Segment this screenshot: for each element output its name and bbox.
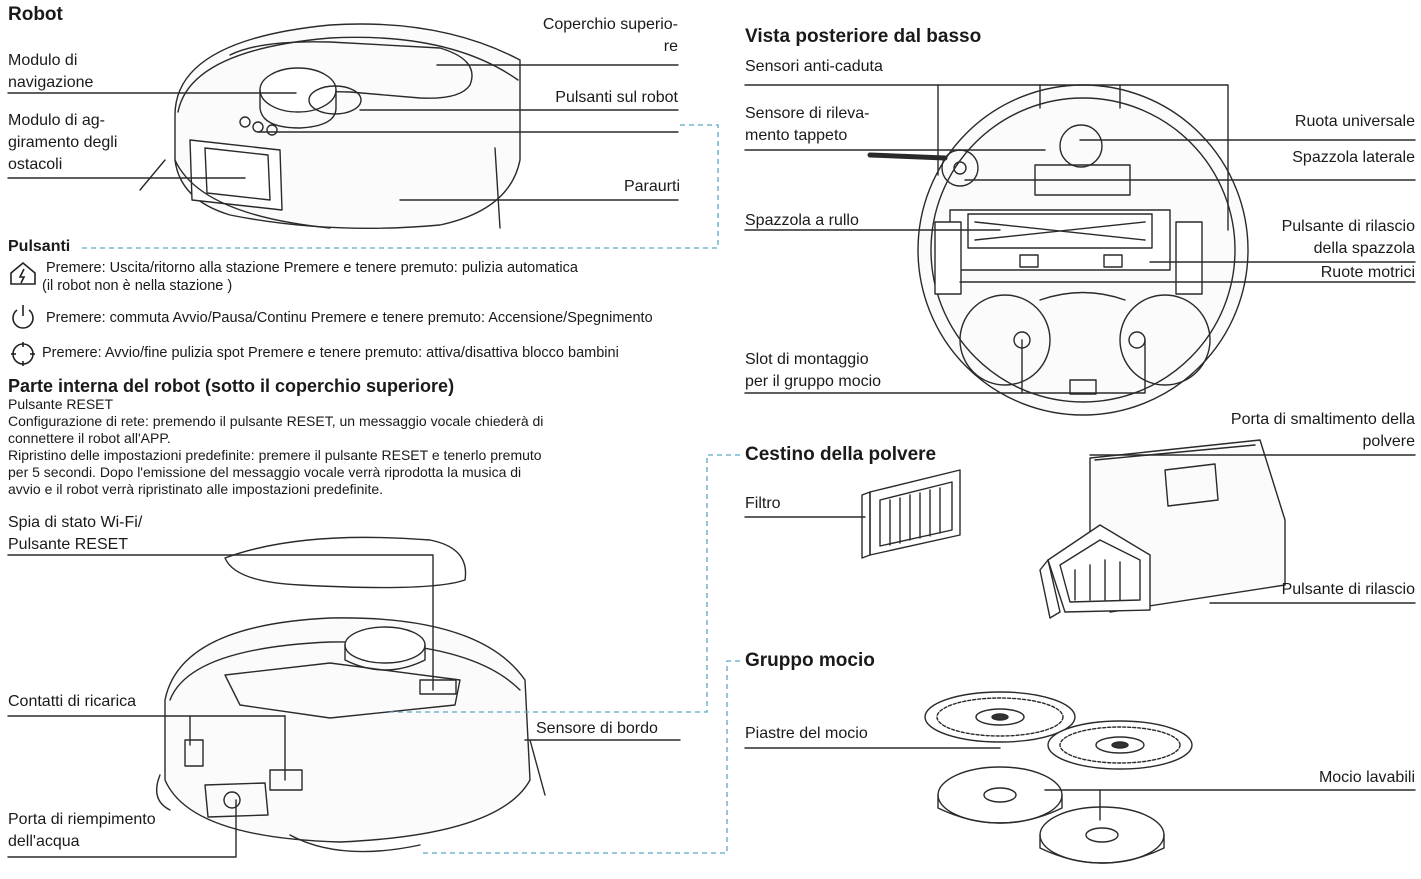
label-aggiramento: Modulo di ag- giramento degli ostacoli (8, 112, 118, 173)
pulsanti-row-home-sub: (il robot non è nella stazione ) (42, 278, 233, 294)
label-motrici: Ruote motrici (1320, 264, 1415, 281)
label-contatti: Contatti di ricarica (8, 693, 137, 710)
dust-bin-illustration (1039, 439, 1286, 619)
pulsanti-row-spot: Premere: Avvio/fine pulizia spot Premere… (42, 345, 619, 361)
label-lavabili: Mocio lavabili (1318, 769, 1415, 786)
interna-title: Parte interna del robot (sotto il coperc… (8, 376, 455, 396)
label-rilascio-spazzola: Pulsante di rilascio della spazzola (1281, 218, 1415, 257)
label-rilascio: Pulsante di rilascio (1281, 581, 1415, 598)
label-tappeto: Sensore di rileva- mento tappeto (745, 105, 870, 144)
pulsanti-row-home: Premere: Uscita/ritorno alla stazione Pr… (46, 260, 578, 276)
mocio-title: Gruppo mocio (745, 650, 875, 671)
label-smaltimento: Porta di smaltimento della polvere (1230, 411, 1415, 450)
cestino-title: Cestino della polvere (745, 444, 937, 465)
label-coperchio: Coperchio superio- re (542, 16, 678, 55)
pulsanti-row-power: Premere: commuta Avvio/Pausa/Continu Pre… (46, 310, 653, 326)
label-acqua: Porta di riempimento dell'acqua (8, 811, 156, 850)
label-slot: Slot di montaggio per il gruppo mocio (745, 351, 882, 390)
label-anticaduta: Sensori anti-caduta (745, 58, 883, 75)
label-bordo: Sensore di bordo (536, 720, 658, 737)
internal-robot-illustration (156, 536, 546, 853)
label-wifi: Spia di stato Wi-Fi/ Pulsante RESET (8, 514, 143, 553)
interna-description: Pulsante RESET Configurazione di rete: p… (8, 396, 544, 497)
home-icon (10, 261, 36, 285)
label-rullo: Spazzola a rullo (745, 212, 859, 229)
label-navigazione: Modulo di navigazione (8, 52, 94, 91)
filter-illustration (861, 469, 961, 559)
washable-mops-illustration (937, 766, 1165, 864)
robot-title: Robot (8, 4, 63, 25)
power-icon (12, 305, 34, 329)
label-pulsanti-robot: Pulsanti sul robot (555, 89, 678, 106)
label-paraurti: Paraurti (623, 178, 680, 195)
mop-plates-illustration (924, 691, 1193, 770)
bottom-view-illustration (867, 84, 1249, 416)
label-filtro: Filtro (745, 495, 781, 512)
pulsanti-title: Pulsanti (8, 238, 71, 255)
robot-top-illustration (139, 23, 521, 230)
label-piastre: Piastre del mocio (745, 725, 868, 742)
vista-title: Vista posteriore dal basso (745, 26, 982, 47)
spot-icon (11, 342, 35, 366)
label-laterale: Spazzola laterale (1292, 149, 1415, 166)
label-universale: Ruota universale (1294, 113, 1415, 130)
